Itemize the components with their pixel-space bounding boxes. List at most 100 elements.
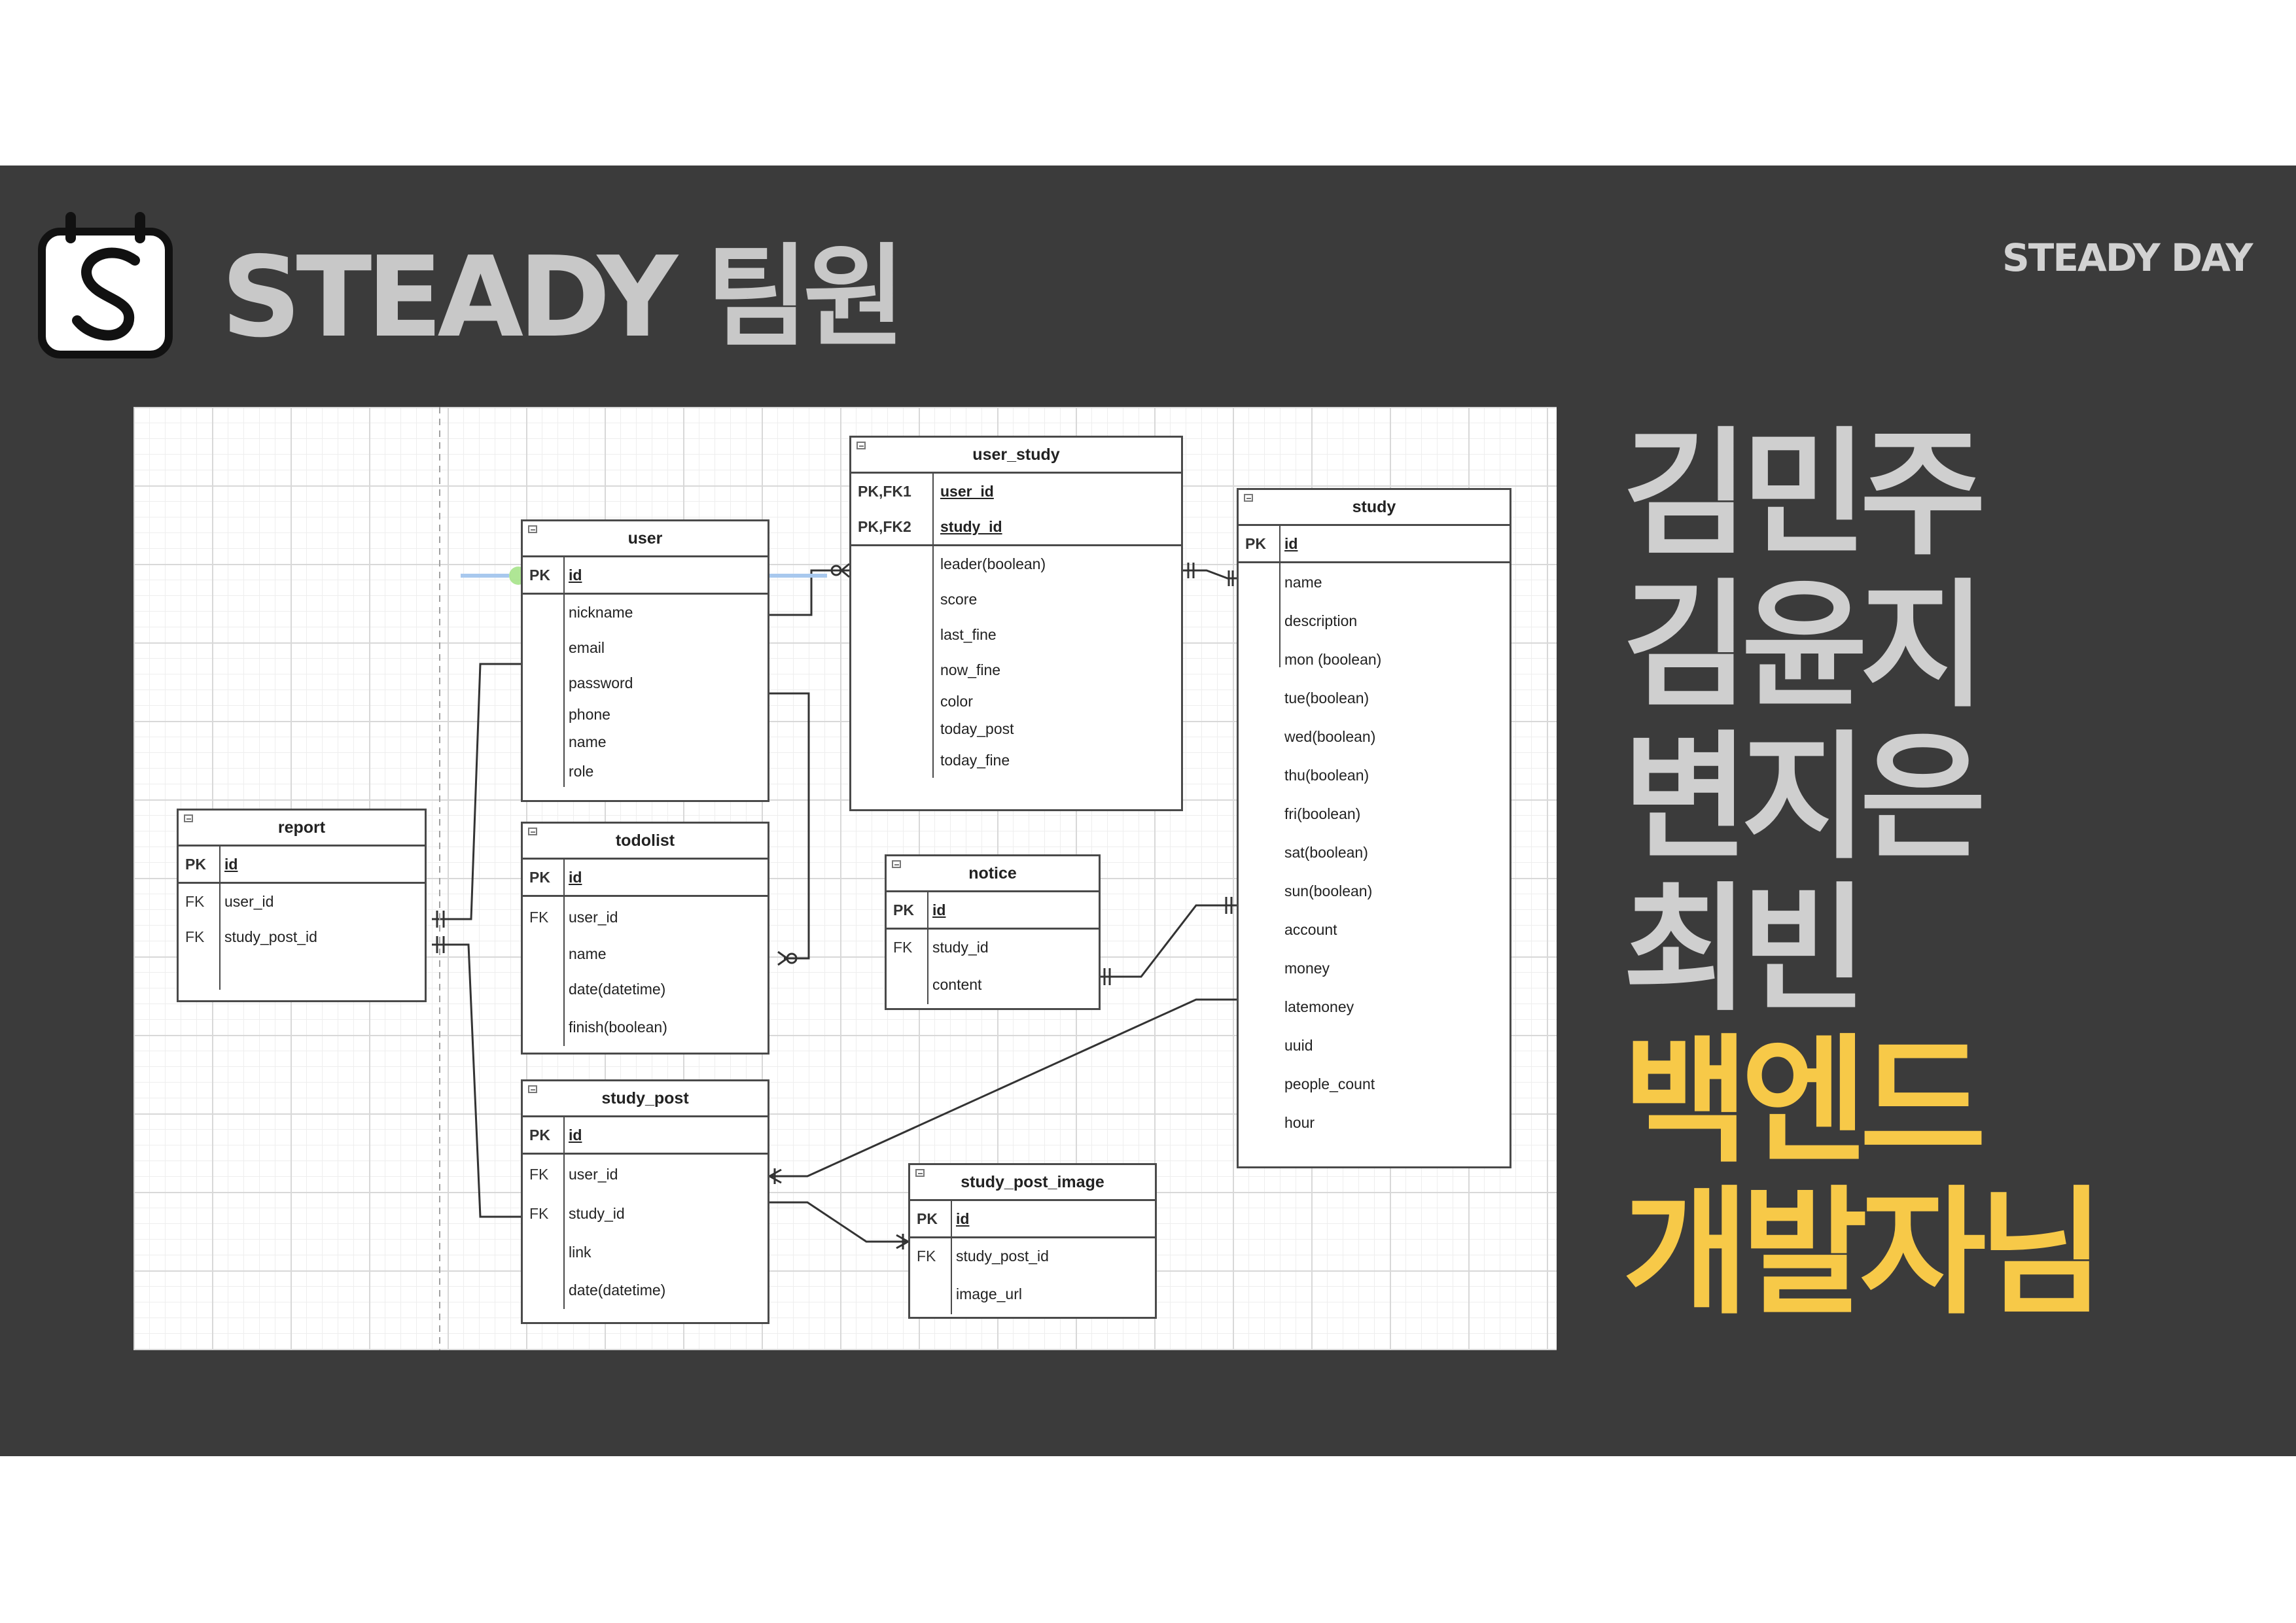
connector-user-userstudy [769,569,849,616]
entity-title: study_post [601,1089,689,1108]
connector-user-report [432,663,521,920]
attribute-name: password [569,674,633,691]
attribute-name: sun(boolean) [1284,882,1373,899]
collapse-icon[interactable] [528,1085,537,1093]
member-name: 변지은 [1623,718,1987,878]
attribute-name: people_count [1284,1075,1375,1092]
attribute-name: today_fine [940,752,1010,769]
role-line: 백엔드 [1623,1021,1987,1181]
collapse-icon[interactable] [1244,494,1253,502]
attribute-name: sat(boolean) [1284,844,1368,861]
attribute-name: content [932,976,982,993]
attribute-name: hour [1284,1114,1315,1131]
attribute-name: user_id [569,1166,618,1183]
attribute-name: account [1284,921,1337,938]
key-label: PK [1245,535,1266,552]
attribute-name: leader(boolean) [940,555,1046,572]
attribute-name: nickname [569,604,633,621]
member-name: 김민주 [1623,414,1987,574]
key-label: FK [185,893,205,910]
collapse-icon[interactable] [892,860,901,868]
entity-study-post[interactable]: study_post PK id FK user_id FK study_id lin… [521,1079,769,1324]
collapse-icon[interactable] [857,442,866,449]
attribute-name: name [569,945,607,962]
entity-title: study_post_image [961,1173,1104,1191]
attribute-name: score [940,591,978,608]
entity-notice[interactable]: notice PK id FK study_id content [885,854,1101,1010]
connector-studypost-report [432,943,521,1218]
key-label: PK [529,567,550,584]
key-label: PK [893,901,914,918]
attribute-name: fri(boolean) [1284,805,1361,822]
attribute-name: uuid [1284,1037,1313,1054]
attribute-name: user_id [940,483,994,500]
key-label: PK,FK1 [858,483,911,500]
attribute-name: name [1284,574,1322,591]
attribute-name: name [569,733,607,750]
attribute-name: wed(boolean) [1284,728,1376,745]
key-label: FK [529,1166,549,1183]
attribute-name: user_id [224,893,274,910]
key-label: FK [529,909,549,926]
attribute-name: id [932,901,946,918]
key-label: PK [529,869,550,886]
attribute-name: id [1284,535,1298,552]
attribute-name: thu(boolean) [1284,767,1369,784]
attribute-name: email [569,639,605,656]
member-list: 김민주 김윤지 변지은 최빈 백엔드 개발자님 [1623,419,2277,1329]
collapse-icon[interactable] [528,525,537,533]
connector-study-studypost [769,998,1237,1178]
attribute-name: last_fine [940,626,997,643]
attribute-name: today_post [940,720,1014,737]
key-label: PK,FK2 [858,518,911,535]
attribute-name: tue(boolean) [1284,689,1369,707]
attribute-name: link [569,1244,592,1261]
key-label: FK [185,928,205,945]
key-label: PK [185,856,206,873]
relationship-connectors [432,407,1237,1350]
attribute-name: study_id [932,939,989,956]
attribute-name: now_fine [940,661,1001,678]
collapse-icon[interactable] [528,828,537,835]
attribute-name: id [956,1210,970,1227]
entity-report[interactable]: report PK id FK user_id FK study_post_id [177,809,427,1002]
key-label: PK [529,1126,550,1143]
attribute-name: money [1284,960,1330,977]
role-line: 개발자님 [1623,1173,2105,1333]
key-label: FK [917,1248,936,1265]
attribute-name: id [569,1126,582,1143]
key-label: FK [893,939,913,956]
attribute-name: study_id [569,1205,625,1222]
entity-title: notice [968,864,1017,882]
attribute-name: id [569,869,582,886]
connector-user-todolist [769,692,810,960]
attribute-name: color [940,693,973,710]
key-label: PK [917,1210,938,1227]
attribute-name: id [224,856,238,873]
attribute-name: study_id [940,518,1002,535]
entity-todolist[interactable]: todolist PK id FK user_id name date(dateti… [521,822,769,1055]
collapse-icon[interactable] [915,1169,925,1177]
entity-title: user_study [972,445,1060,464]
attribute-name: image_url [956,1285,1022,1302]
attribute-name: study_post_id [224,928,317,945]
key-label: FK [529,1205,549,1222]
attribute-name: description [1284,612,1358,629]
member-name: 최빈 [1623,869,1867,1030]
attribute-name: role [569,763,594,780]
attribute-name: latemoney [1284,998,1354,1015]
entity-title: report [277,818,326,837]
calendar-s-logo-icon [38,212,173,358]
attribute-name: date(datetime) [569,981,666,998]
collapse-icon[interactable] [184,814,193,822]
attribute-name: finish(boolean) [569,1019,667,1036]
team-title: STEADY 팀원 [221,233,906,362]
attribute-name: user_id [569,909,618,926]
entity-title: todolist [615,831,675,850]
connector-studypost-image [769,1201,908,1243]
